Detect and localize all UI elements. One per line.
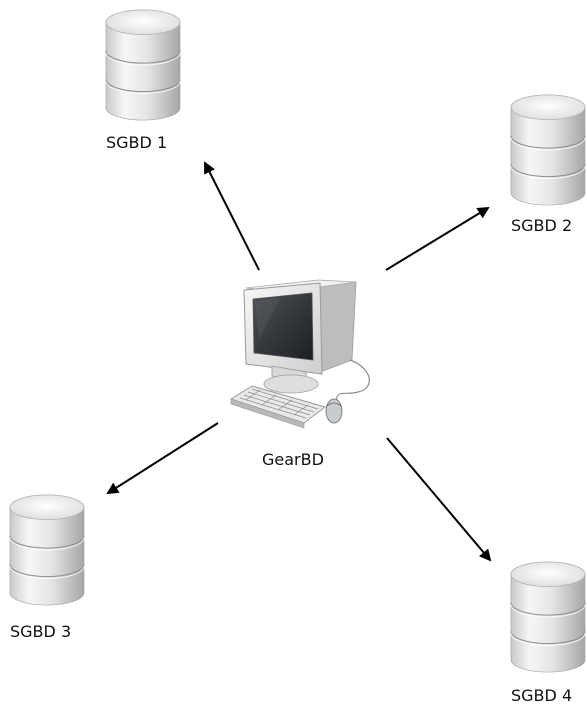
database-sgbd-2 (510, 94, 586, 206)
database-sgbd-4 (510, 561, 586, 673)
database-icon (105, 9, 181, 121)
database-sgbd-3 (9, 494, 85, 606)
database-icon (9, 494, 85, 606)
computer-icon (229, 279, 370, 429)
label-sgbd-1: SGBD 1 (106, 133, 168, 152)
arrow-to-sgbd-4 (386, 437, 492, 562)
database-sgbd-1 (105, 9, 181, 121)
label-sgbd-4: SGBD 4 (511, 686, 573, 705)
label-gearbd: GearBD (262, 450, 324, 469)
label-sgbd-3: SGBD 3 (10, 622, 72, 641)
arrow-to-sgbd-2 (385, 206, 490, 271)
label-sgbd-2: SGBD 2 (511, 216, 573, 235)
arrow-to-sgbd-1 (204, 161, 260, 271)
arrow-to-sgbd-3 (106, 422, 219, 495)
database-icon (510, 94, 586, 206)
connection-arrows (106, 161, 492, 562)
database-icon (510, 561, 586, 673)
